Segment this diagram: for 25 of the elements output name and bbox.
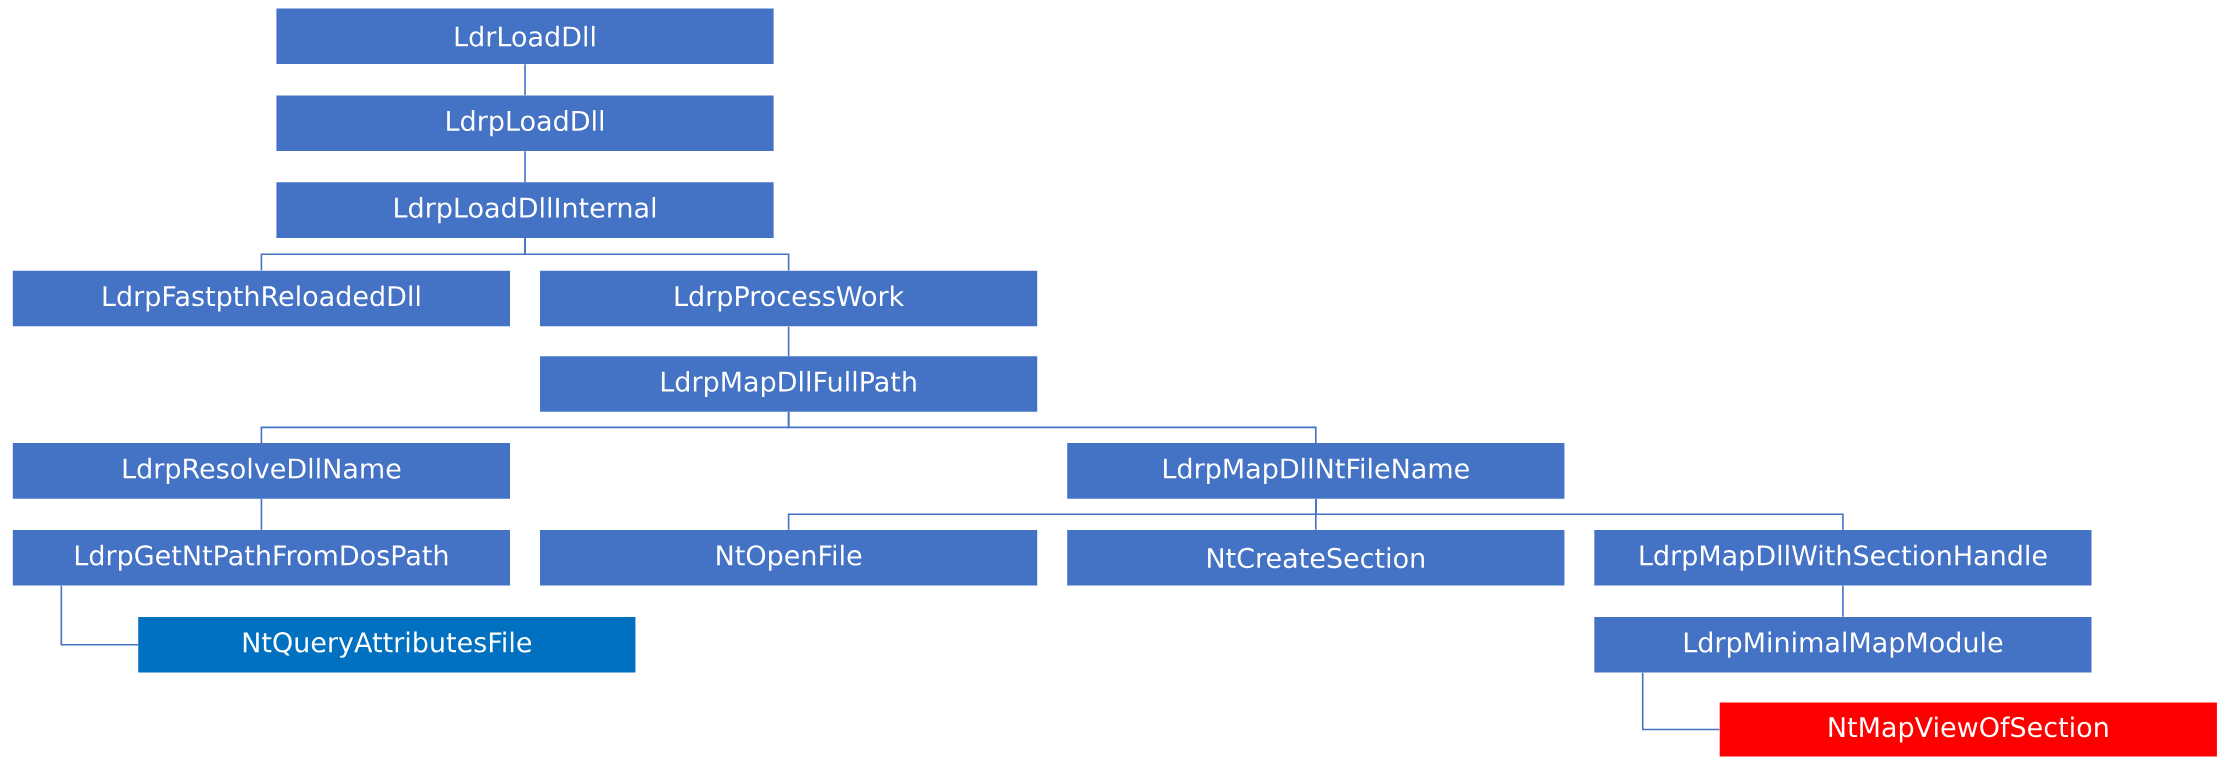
function-box: LdrpMapDllWithSectionHandle bbox=[1594, 530, 2092, 586]
function-box: NtMapViewOfSection bbox=[1719, 702, 2217, 757]
connector-line bbox=[524, 63, 526, 96]
connector-line bbox=[787, 411, 1317, 444]
function-box: LdrpResolveDllName bbox=[12, 443, 510, 499]
function-box: LdrpProcessWork bbox=[540, 270, 1038, 327]
function-box: LdrpFastpthReloadedDll bbox=[12, 270, 510, 327]
function-box: LdrpMinimalMapModule bbox=[1594, 616, 2092, 673]
connector-line bbox=[260, 498, 263, 531]
function-box: NtQueryAttributesFile bbox=[138, 616, 636, 673]
function-box: LdrpLoadDllInternal bbox=[276, 182, 774, 238]
function-box: LdrpMapDllNtFileName bbox=[1067, 443, 1565, 499]
connector-line bbox=[1842, 585, 1844, 618]
connector-line bbox=[524, 150, 526, 183]
function-box: NtCreateSection bbox=[1067, 530, 1565, 586]
connector-line bbox=[1641, 671, 1721, 731]
function-box: NtOpenFile bbox=[540, 530, 1038, 586]
connector-line bbox=[787, 325, 790, 357]
function-box: LdrpGetNtPathFromDosPath bbox=[12, 530, 510, 586]
function-box: LdrpLoadDll bbox=[276, 95, 774, 151]
connector-line bbox=[1315, 498, 1844, 531]
connector-line bbox=[524, 237, 790, 272]
connector-line bbox=[60, 585, 139, 646]
function-box: LdrLoadDll bbox=[276, 8, 774, 65]
function-box: LdrpMapDllFullPath bbox=[540, 356, 1038, 412]
